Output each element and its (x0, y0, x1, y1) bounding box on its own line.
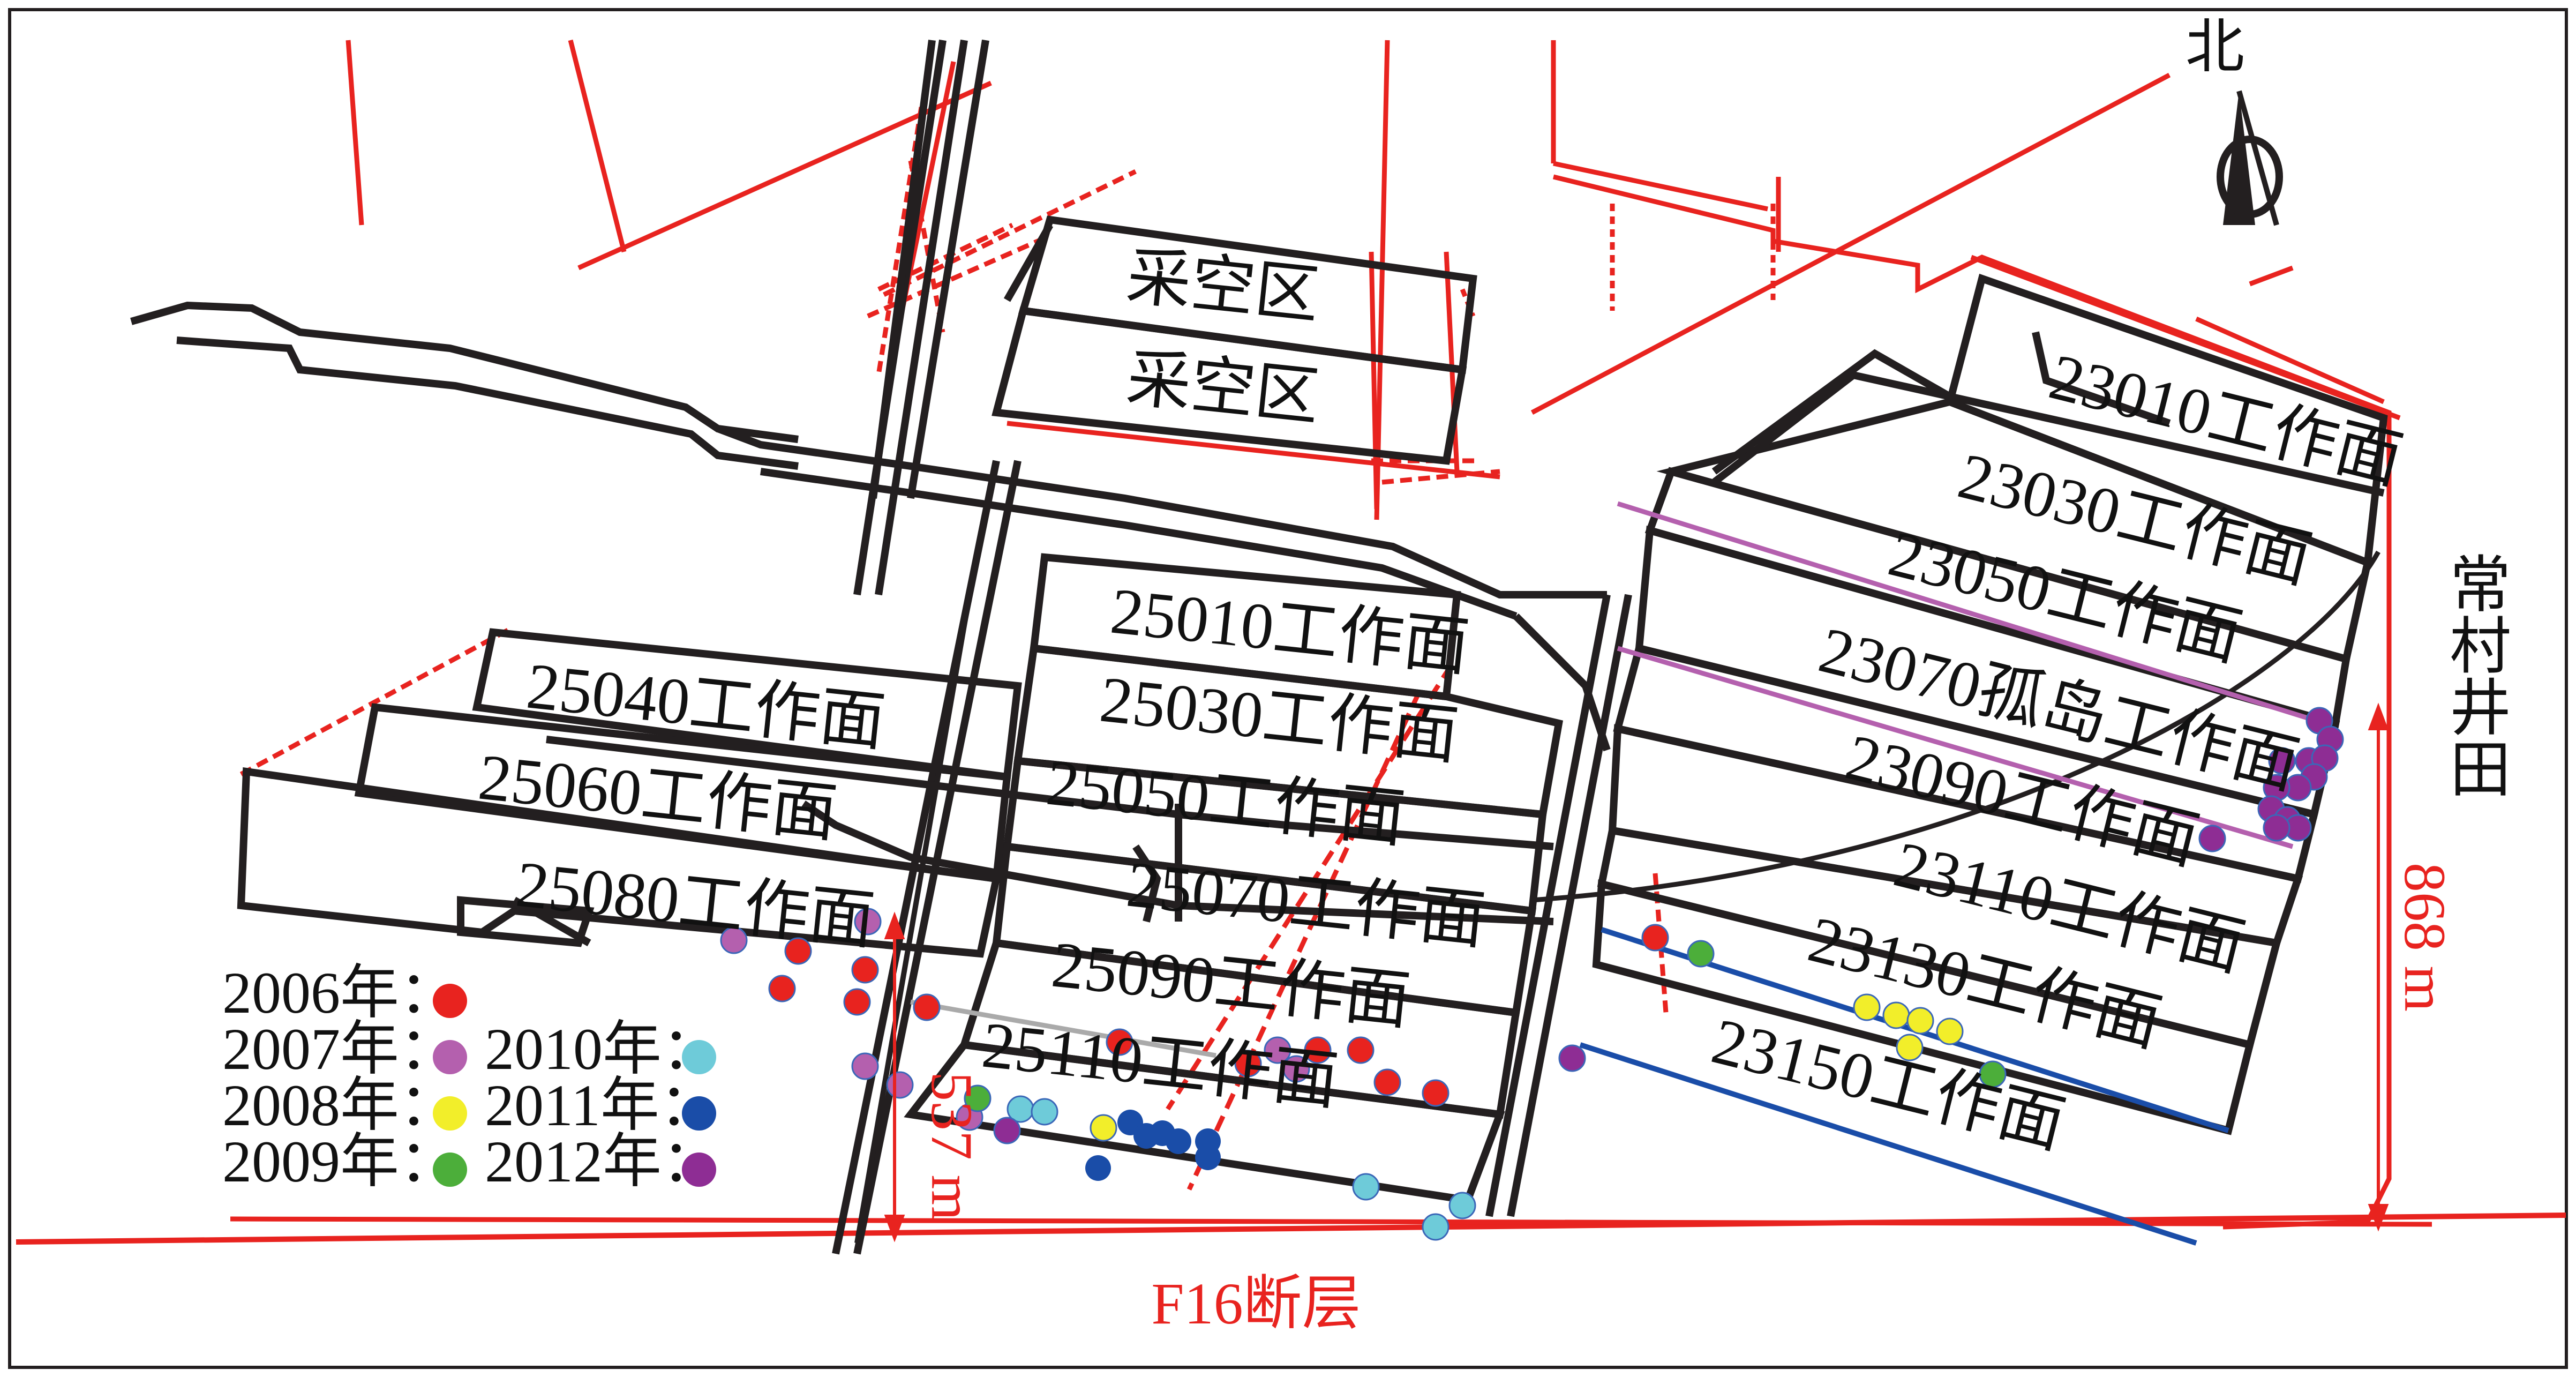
event-point (1896, 1034, 1924, 1061)
event-point (1195, 1144, 1221, 1170)
north-arrow: 北 (2186, 12, 2283, 226)
legend-item-2011: 2011年： (485, 1073, 718, 1138)
roadways (130, 39, 2388, 1255)
north-label: 北 (2186, 12, 2244, 81)
legend-item-2009: 2009年： (222, 1129, 467, 1194)
event-point (1641, 924, 1669, 952)
panel-23150: 23150工作面 (1705, 1005, 2071, 1162)
event-point (720, 926, 748, 954)
event-point (2263, 814, 2290, 842)
line-2007 (1617, 501, 2326, 726)
svg-text:2007年：: 2007年： (222, 1016, 458, 1082)
neighbor-field-label: 常村井田 (2441, 552, 2510, 798)
dim-west-label: 537 m (919, 1072, 985, 1221)
svg-text:2010年：: 2010年： (485, 1016, 720, 1082)
line-2007-b (1617, 646, 2294, 849)
goaf-label-2: 采空区 (1123, 342, 1323, 433)
microseismic-events (720, 707, 2344, 1241)
event-point (1304, 1036, 1332, 1064)
event-point (1448, 1192, 1476, 1219)
event-point (1373, 1068, 1401, 1096)
event-point (1558, 1044, 1586, 1072)
event-point (1264, 1036, 1291, 1064)
line-2011-b (1579, 1042, 2197, 1246)
legend-item-2006: 2006年： (222, 960, 467, 1026)
event-point (1106, 1028, 1133, 1056)
svg-text:2006年：: 2006年： (222, 960, 458, 1026)
event-point (1936, 1017, 1964, 1045)
event-point (1352, 1173, 1380, 1201)
event-point (1085, 1155, 1111, 1181)
event-point (2198, 825, 2226, 852)
event-point (1234, 1050, 1262, 1077)
event-point (768, 975, 796, 1002)
event-point (1882, 1001, 1910, 1029)
event-point (851, 1052, 879, 1080)
legend-item-2012: 2012年： (485, 1129, 720, 1194)
event-point (993, 1117, 1021, 1144)
event-point (2268, 747, 2296, 775)
event-point (843, 988, 871, 1016)
event-point (1422, 1213, 1450, 1241)
legend-item-2010: 2010年： (485, 1016, 720, 1082)
event-point (784, 937, 812, 965)
svg-text:2009年：: 2009年： (222, 1129, 458, 1194)
svg-text:2008年：: 2008年： (222, 1073, 458, 1138)
event-point (851, 956, 879, 984)
event-point (1906, 1007, 1934, 1035)
event-point (1031, 1098, 1058, 1126)
map-frame (8, 8, 2568, 1369)
dimension-west (884, 911, 905, 1243)
event-point (1166, 1128, 1191, 1154)
panel-25050: 25050工作面 (1043, 746, 1408, 856)
event-point (1090, 1114, 1117, 1142)
dimension-east (2368, 702, 2389, 1232)
event-point (1687, 940, 1715, 968)
legend-item-2007: 2007年： (222, 1016, 467, 1082)
event-point (886, 1071, 914, 1099)
event-point (1979, 1060, 2007, 1088)
event-point (1853, 993, 1881, 1021)
legend-item-2008: 2008年： (222, 1073, 467, 1138)
event-point (913, 993, 941, 1021)
dim-east-label: 868 m (2392, 863, 2458, 1012)
event-point (854, 908, 882, 936)
event-point (1422, 1079, 1450, 1107)
event-point (1347, 1036, 1375, 1064)
event-point (964, 1084, 992, 1112)
event-point (1282, 1055, 1310, 1083)
svg-text:2011年：: 2011年： (485, 1073, 718, 1138)
fault-label: F16断层 (1151, 1271, 1361, 1336)
legend: 2006年： 2007年： 2008年： 2009年： 2010年： 2011年… (222, 960, 720, 1194)
svg-text:2012年：: 2012年： (485, 1129, 720, 1194)
line-gray (910, 999, 1216, 1058)
